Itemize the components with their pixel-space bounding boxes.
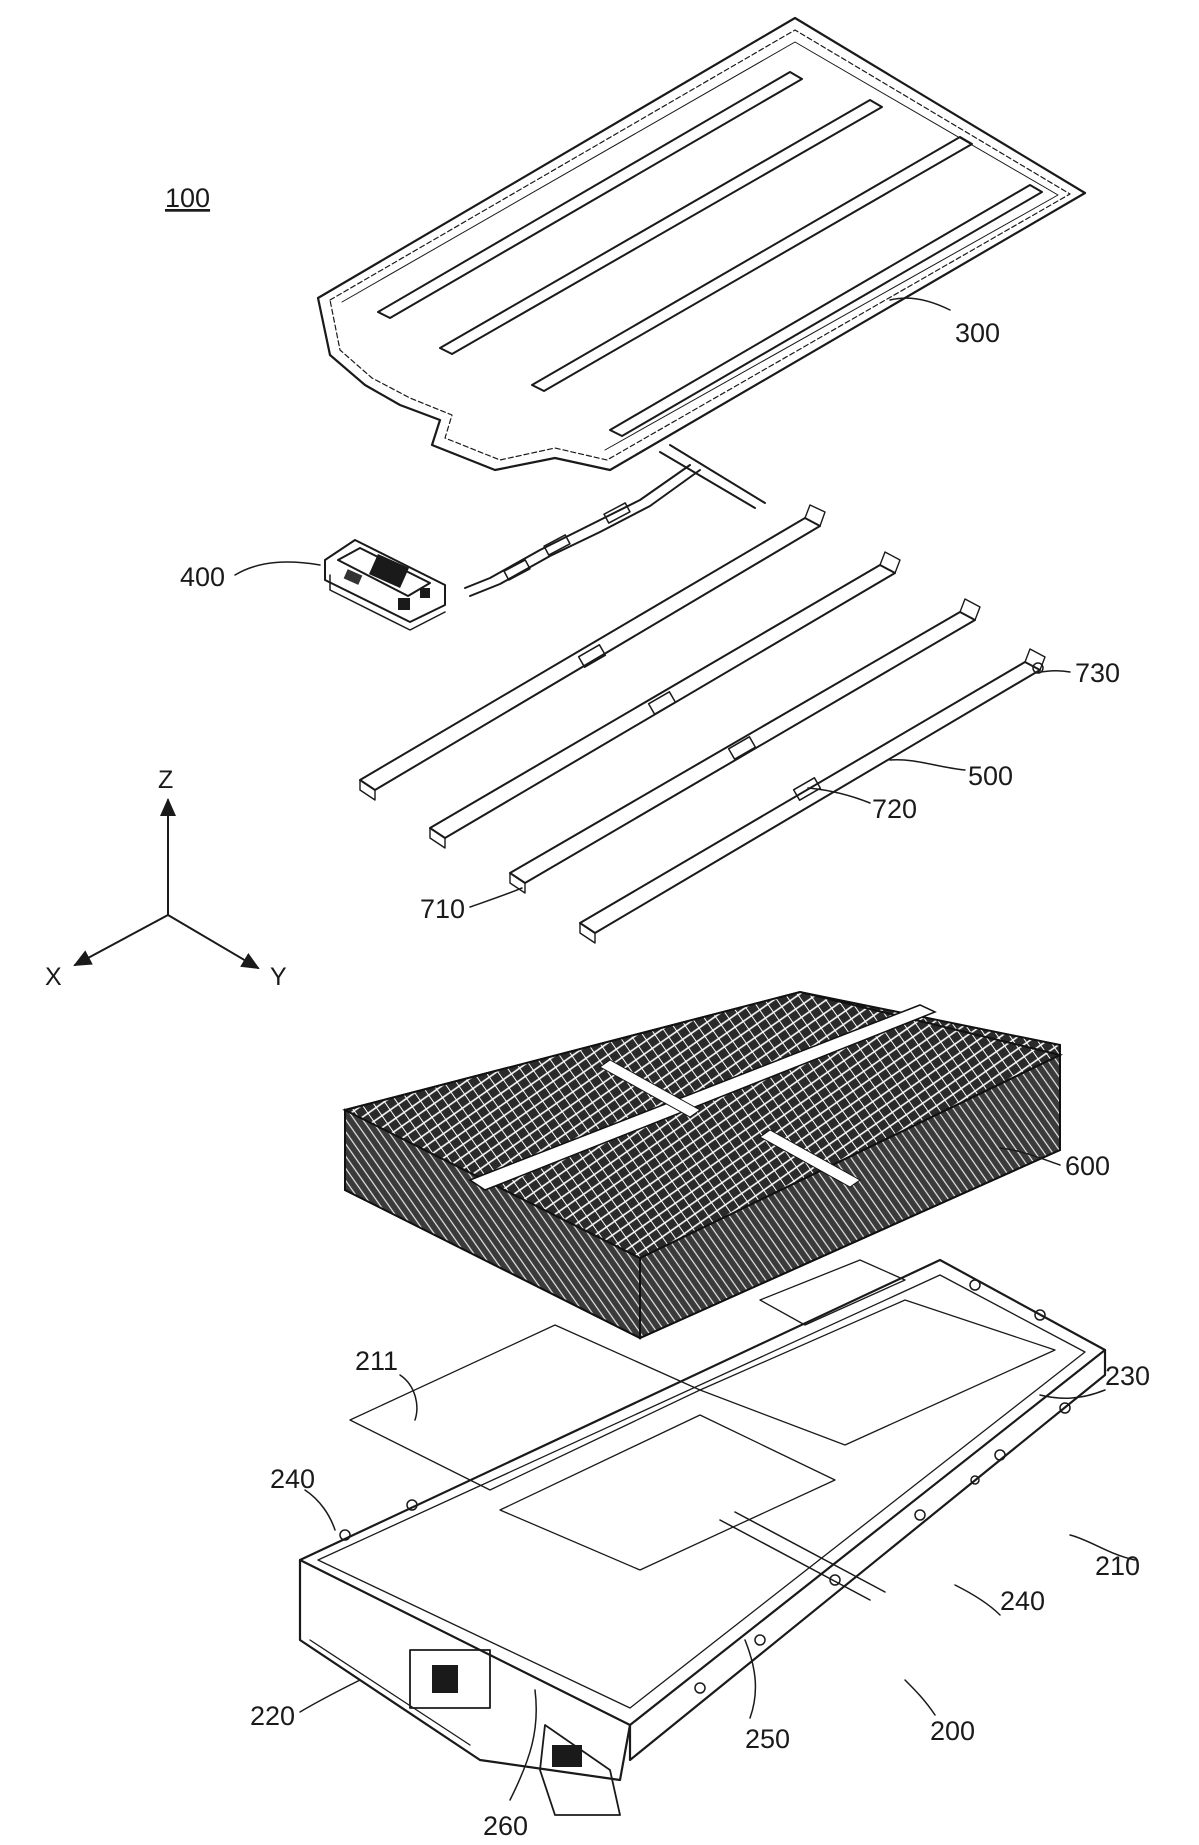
ref-300: 300 bbox=[955, 318, 1000, 348]
axis-z-label: Z bbox=[158, 766, 173, 794]
ref-600: 600 bbox=[1065, 1151, 1110, 1181]
bolt-holes bbox=[340, 1280, 1070, 1693]
ref-100: 100 bbox=[165, 183, 210, 213]
ref-260: 260 bbox=[483, 1811, 528, 1841]
lower-housing bbox=[300, 1260, 1105, 1815]
ref-240-left: 240 bbox=[270, 1464, 315, 1494]
ref-730: 730 bbox=[1075, 658, 1120, 688]
ref-500: 500 bbox=[968, 761, 1013, 791]
top-cover bbox=[318, 18, 1085, 596]
reference-numerals: 100 300 400 730 500 720 710 600 211 230 … bbox=[165, 183, 1150, 1841]
ref-200: 200 bbox=[930, 1716, 975, 1746]
ref-211: 211 bbox=[355, 1346, 398, 1376]
axis-x-label: X bbox=[45, 963, 62, 991]
busbar-rails bbox=[360, 505, 1045, 943]
ref-240-right: 240 bbox=[1000, 1586, 1045, 1616]
axis-triad: Z X Y bbox=[45, 766, 287, 991]
ref-210: 210 bbox=[1095, 1551, 1140, 1581]
ref-250: 250 bbox=[745, 1724, 790, 1754]
bms-module bbox=[325, 540, 445, 630]
cell-module-stack bbox=[345, 992, 1060, 1338]
ref-220: 220 bbox=[250, 1701, 295, 1731]
ref-720: 720 bbox=[872, 794, 917, 824]
axis-y-label: Y bbox=[270, 963, 287, 991]
ref-400: 400 bbox=[180, 562, 225, 592]
ref-710: 710 bbox=[420, 894, 465, 924]
ref-230: 230 bbox=[1105, 1361, 1150, 1391]
